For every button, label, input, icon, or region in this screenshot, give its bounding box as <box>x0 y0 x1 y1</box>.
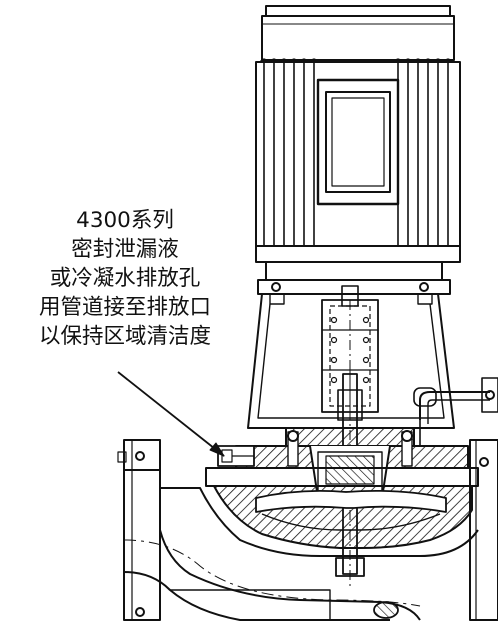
annotation-line-3: 或冷凝水排放孔 <box>49 266 201 291</box>
flush-pipe <box>413 377 498 446</box>
drain-hole-boss <box>217 445 255 467</box>
leader-line <box>117 371 225 457</box>
annotation-line-5: 以保持区域清洁度 <box>38 324 211 349</box>
motor-flange <box>257 261 451 305</box>
motor-top-cap <box>265 5 451 17</box>
annotation-line-1: 4300系列 <box>76 208 174 233</box>
motor <box>255 5 461 263</box>
drain-annotation: 4300系列 密封泄漏液 或冷凝水排放孔 用管道接至排放口 以保持区域清洁度 <box>0 206 250 351</box>
leader-arrowhead <box>209 442 225 457</box>
drain-plug <box>373 601 399 619</box>
annotation-line-4: 用管道接至排放口 <box>38 295 211 320</box>
terminal-box <box>316 78 400 206</box>
annotation-line-2: 密封泄漏液 <box>71 237 179 262</box>
motor-fins <box>255 61 461 247</box>
suction-flange <box>123 439 161 621</box>
impeller <box>255 489 447 513</box>
pump-casing <box>117 439 498 621</box>
